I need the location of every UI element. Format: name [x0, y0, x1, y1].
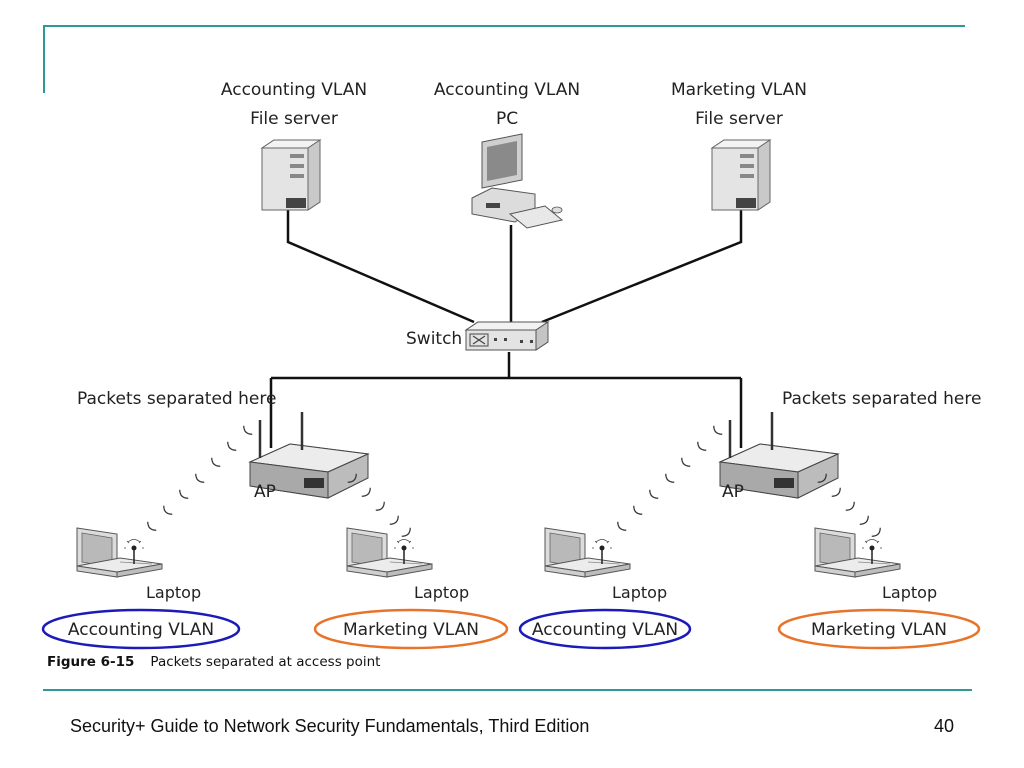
laptop-3-label: Laptop	[612, 583, 667, 602]
laptop-3-vlan-label: Accounting VLAN	[532, 620, 678, 640]
laptop-1-label: Laptop	[146, 583, 201, 602]
ap-left-note: Packets separated here	[77, 389, 276, 409]
figure-number: Figure 6-15	[47, 654, 135, 670]
top-device-1-label-line1: Accounting VLAN	[221, 80, 367, 100]
laptop-4-label: Laptop	[882, 583, 937, 602]
server-icon	[261, 139, 321, 211]
laptop-4-vlan-label: Marketing VLAN	[811, 620, 947, 640]
left-rule	[43, 25, 45, 93]
top-device-3-label-line2: File server	[695, 109, 783, 129]
laptop-icon	[346, 527, 433, 578]
vlan-ellipse	[777, 608, 981, 650]
server-icon	[711, 139, 771, 211]
top-device-3-label-line1: Marketing VLAN	[671, 80, 807, 100]
bottom-rule	[43, 689, 972, 691]
vlan-ellipse	[313, 608, 509, 650]
desktop-pc-icon	[471, 133, 564, 229]
laptop-2-vlan-label: Marketing VLAN	[343, 620, 479, 640]
switch-icon	[464, 321, 550, 351]
footer-title: Security+ Guide to Network Security Fund…	[70, 716, 590, 736]
laptop-1-vlan-label: Accounting VLAN	[68, 620, 214, 640]
top-rule	[43, 25, 965, 27]
ap-left-label: AP	[254, 482, 276, 502]
ap-right-note: Packets separated here	[782, 389, 981, 409]
laptop-2-label: Laptop	[414, 583, 469, 602]
ap-right-label: AP	[722, 482, 744, 502]
laptop-icon	[814, 527, 901, 578]
switch-label: Switch	[406, 329, 462, 349]
vlan-ellipse	[41, 608, 241, 650]
laptop-icon	[544, 527, 631, 578]
laptop-icon	[76, 527, 163, 578]
top-device-2-label-line2: PC	[496, 109, 518, 129]
network-links	[269, 210, 743, 448]
figure-caption: Figure 6-15 Packets separated at access p…	[47, 654, 380, 670]
top-device-2-label-line1: Accounting VLAN	[434, 80, 580, 100]
top-device-1-label-line2: File server	[250, 109, 338, 129]
vlan-ellipse	[518, 608, 692, 650]
page-number: 40	[933, 716, 954, 736]
figure-caption-text: Packets separated at access point	[150, 654, 381, 670]
